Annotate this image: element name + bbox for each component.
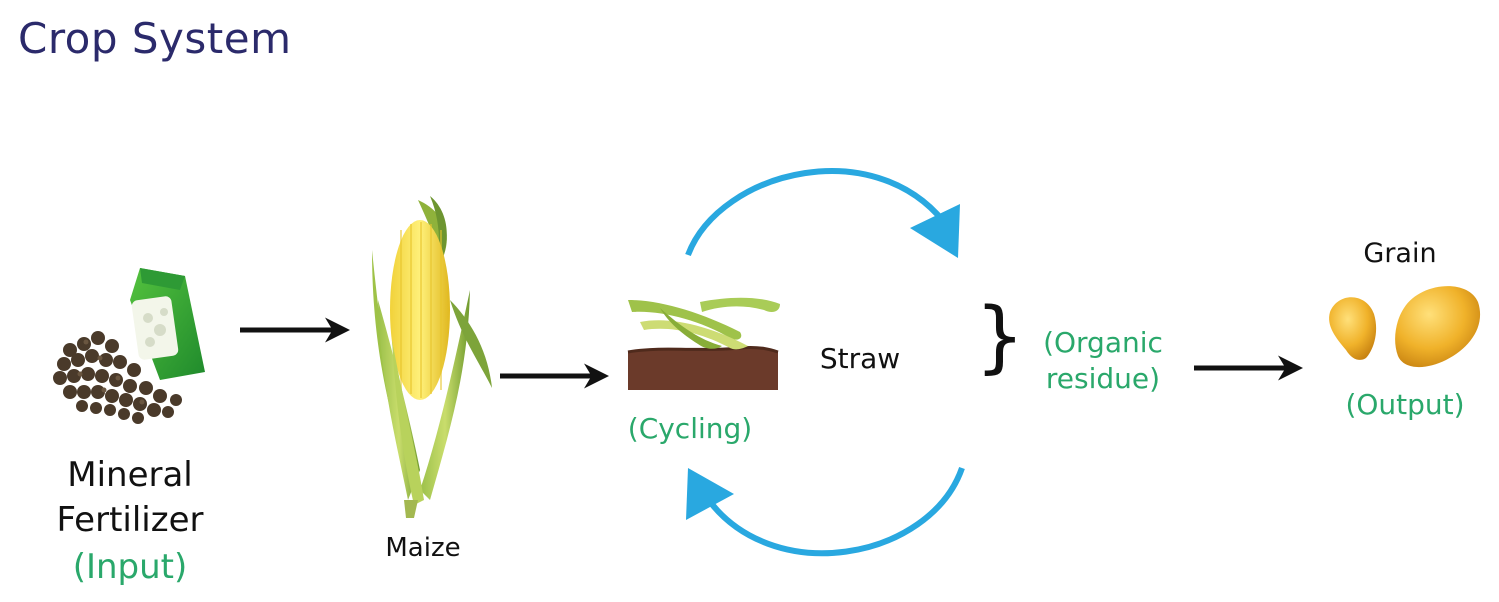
cycle-arrow-top-head (910, 204, 960, 258)
organic-label-line1: (Organic (1043, 326, 1163, 359)
maize-label: Maize (385, 533, 461, 563)
cycle-arrows (685, 168, 965, 557)
organic-label-line2: residue) (1045, 362, 1161, 395)
fertilizer-label-line2: Fertilizer (56, 500, 204, 540)
maize-cob-icon (372, 196, 492, 518)
straw-residue-icon (627, 297, 780, 390)
fertilizer-label-line1: Mineral (67, 455, 193, 495)
cycle-arrow-bottom (702, 467, 965, 557)
page-title: Crop System (18, 14, 292, 63)
fertilizer-bag-icon (53, 268, 205, 424)
grain-label: Grain (1363, 238, 1437, 269)
organic-brace: } (975, 292, 1025, 382)
cycle-arrow-top (685, 168, 953, 257)
flow-arrows (240, 317, 1303, 389)
fertilizer-role-label: (Input) (72, 547, 188, 587)
grain-kernels-icon (1329, 286, 1481, 368)
cycling-role-label: (Cycling) (627, 412, 753, 445)
straw-label: Straw (819, 342, 901, 375)
output-role-label: (Output) (1345, 388, 1465, 421)
cycle-arrow-bottom-head (686, 468, 734, 520)
